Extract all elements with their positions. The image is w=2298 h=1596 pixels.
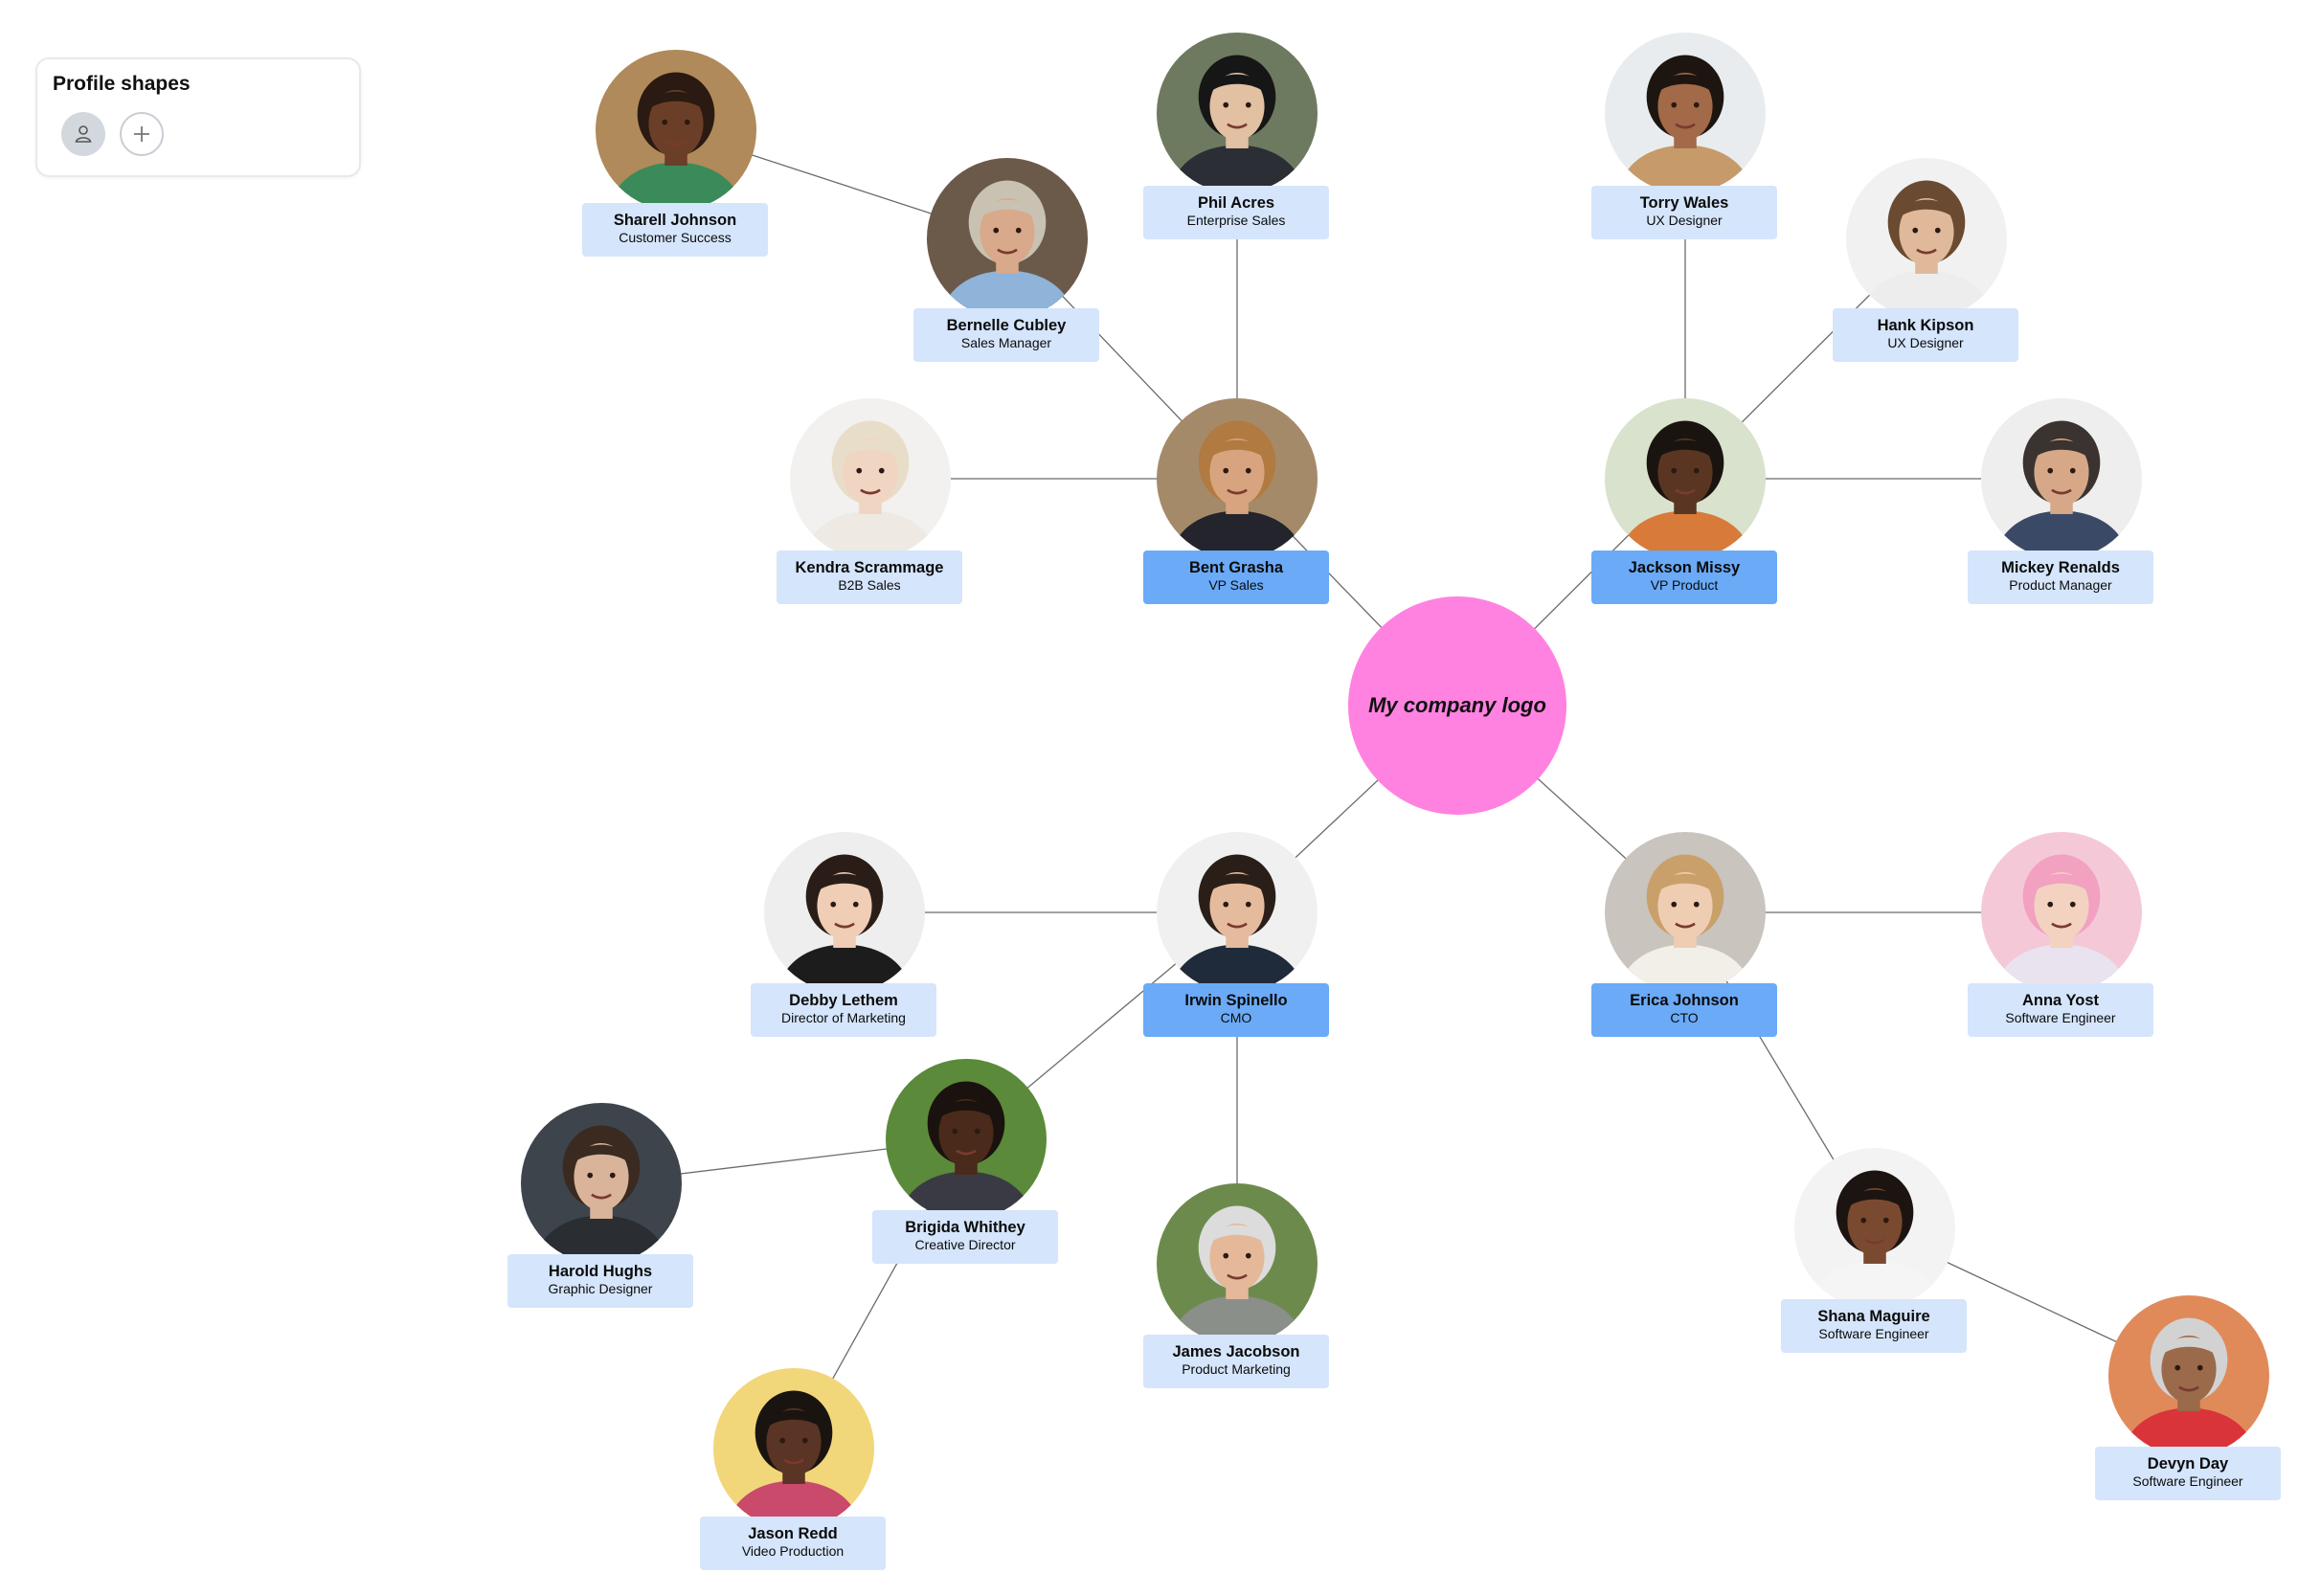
- avatar[interactable]: [713, 1368, 874, 1529]
- person-name: Phil Acres: [1197, 194, 1275, 212]
- profile-shapes-panel: Profile shapes: [35, 57, 361, 177]
- company-logo-text: My company logo: [1368, 693, 1546, 717]
- avatar[interactable]: [886, 1059, 1047, 1220]
- person-name: Anna Yost: [2021, 992, 2100, 1009]
- person-name: Debby Lethem: [789, 992, 898, 1009]
- company-logo-node[interactable]: My company logo: [1348, 596, 1566, 815]
- person-name: Sharell Johnson: [613, 212, 737, 229]
- avatar[interactable]: [1794, 1148, 1955, 1309]
- avatar[interactable]: [1846, 158, 2007, 319]
- person-role: Product Marketing: [1182, 1361, 1291, 1377]
- person-name: Shana Maguire: [1817, 1308, 1930, 1325]
- plus-icon: [134, 126, 149, 142]
- person-name: Jackson Missy: [1628, 559, 1741, 576]
- person-name: Jason Redd: [748, 1525, 838, 1542]
- avatar[interactable]: [1157, 33, 1318, 193]
- person-role: B2B Sales: [838, 577, 901, 593]
- avatar[interactable]: [1605, 832, 1766, 993]
- person-name: Hank Kipson: [1877, 317, 1974, 334]
- avatar[interactable]: [1981, 398, 2142, 559]
- person-name: Devyn Day: [2147, 1455, 2229, 1472]
- person-role: UX Designer: [1646, 213, 1723, 228]
- avatar[interactable]: [1157, 398, 1318, 559]
- person-role: Creative Director: [914, 1237, 1016, 1252]
- avatar[interactable]: [1157, 1183, 1318, 1344]
- avatar[interactable]: [790, 398, 951, 559]
- person-role: Software Engineer: [2005, 1010, 2116, 1025]
- panel-title: Profile shapes: [53, 73, 191, 95]
- person-role: Graphic Designer: [548, 1281, 653, 1296]
- avatar[interactable]: [1157, 832, 1318, 993]
- avatar[interactable]: [1981, 832, 2142, 993]
- person-name: Mickey Renalds: [2001, 559, 2120, 576]
- avatar[interactable]: [764, 832, 925, 993]
- avatar[interactable]: [2108, 1295, 2269, 1456]
- person-name: Brigida Whithey: [905, 1219, 1025, 1236]
- person-name: Kendra Scrammage: [795, 559, 944, 576]
- person-role: VP Sales: [1208, 577, 1264, 593]
- person-role: Sales Manager: [960, 335, 1052, 350]
- person-name: Harold Hughs: [548, 1263, 653, 1280]
- person-role: CTO: [1670, 1010, 1699, 1025]
- avatar[interactable]: [1605, 33, 1766, 193]
- person-role: VP Product: [1650, 577, 1719, 593]
- avatar[interactable]: [927, 158, 1088, 319]
- person-role: Customer Success: [619, 230, 732, 245]
- person-name: Bent Grasha: [1188, 559, 1284, 576]
- person-name: Irwin Spinello: [1184, 992, 1288, 1009]
- add-shape-button[interactable]: [120, 112, 164, 156]
- avatar[interactable]: [1605, 398, 1766, 559]
- person-role: Software Engineer: [1818, 1326, 1929, 1341]
- person-role: UX Designer: [1887, 335, 1964, 350]
- avatar[interactable]: [521, 1103, 682, 1264]
- person-name: Erica Johnson: [1630, 992, 1739, 1009]
- person-shape-button[interactable]: [61, 112, 105, 156]
- person-icon: [75, 125, 92, 143]
- person-role: Director of Marketing: [781, 1010, 906, 1025]
- person-name: Bernelle Cubley: [946, 317, 1067, 334]
- avatar[interactable]: [596, 50, 756, 211]
- person-role: Software Engineer: [2132, 1473, 2243, 1489]
- person-role: Product Manager: [2009, 577, 2112, 593]
- person-name: Torry Wales: [1639, 194, 1729, 212]
- person-role: Video Production: [741, 1543, 845, 1559]
- person-role: Enterprise Sales: [1186, 213, 1286, 228]
- person-name: James Jacobson: [1172, 1343, 1300, 1360]
- person-role: CMO: [1220, 1010, 1252, 1025]
